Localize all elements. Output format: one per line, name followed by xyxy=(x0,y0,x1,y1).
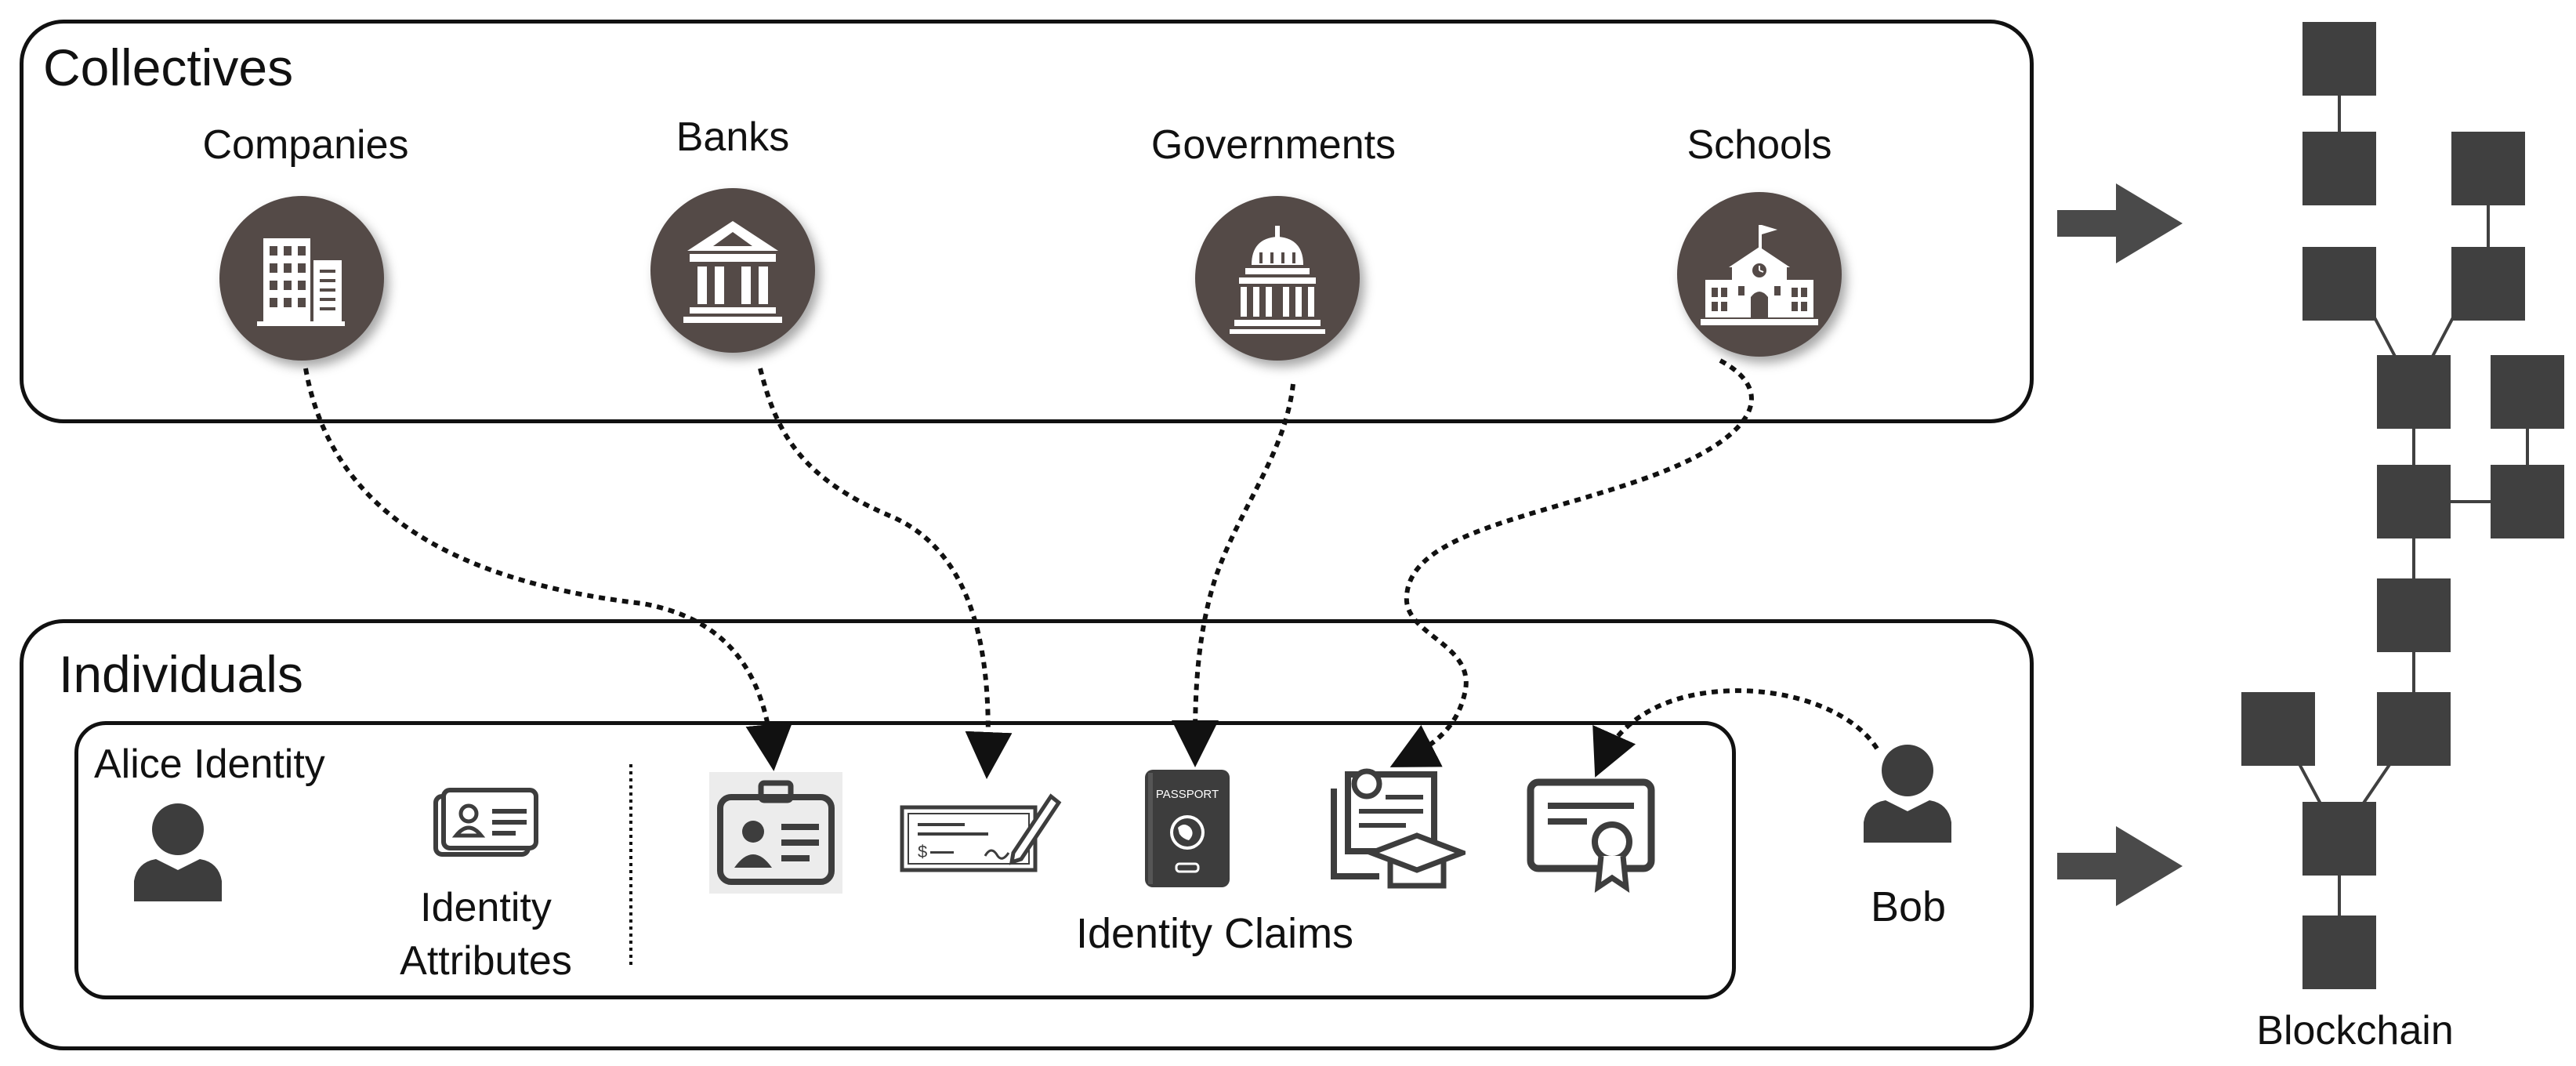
svg-text:$: $ xyxy=(918,842,927,861)
individuals-title: Individuals xyxy=(59,645,303,703)
banks-label: Banks xyxy=(676,114,790,160)
bob-label: Bob xyxy=(1870,883,1947,930)
governments-to-passport-connector xyxy=(1172,383,1295,767)
alice-identity-box xyxy=(74,721,1736,999)
capitol-building-icon xyxy=(1195,196,1360,361)
individuals-to-blockchain-arrow xyxy=(2057,826,2183,906)
block xyxy=(2241,692,2315,766)
diploma-certificate-icon xyxy=(1331,768,1466,889)
office-building-icon xyxy=(219,196,384,361)
block xyxy=(2302,247,2376,321)
collectives-to-blockchain-arrow xyxy=(2057,183,2183,263)
companies-label: Companies xyxy=(202,122,409,168)
attributes-claims-divider xyxy=(629,764,632,968)
bob-person-icon xyxy=(1864,745,1951,843)
block xyxy=(2377,578,2451,652)
block xyxy=(2302,132,2376,205)
collectives-title: Collectives xyxy=(43,38,294,96)
blockchain-label: Blockchain xyxy=(2256,1008,2454,1053)
schools-label: Schools xyxy=(1687,122,1832,168)
block xyxy=(2491,355,2564,429)
banks-to-check-connector xyxy=(758,368,1013,779)
alice-identity-title: Alice Identity xyxy=(94,741,325,787)
block xyxy=(2302,22,2376,96)
award-certificate-icon xyxy=(1527,778,1655,894)
identity-attributes-line2: Attributes xyxy=(400,938,572,984)
block xyxy=(2377,355,2451,429)
bob-to-certificate-connector xyxy=(1592,688,1879,778)
bank-check-icon: $ xyxy=(900,793,1062,872)
block xyxy=(2451,247,2525,321)
alice-person-icon xyxy=(134,803,222,901)
school-building-icon xyxy=(1677,192,1842,357)
passport-icon: PASSPORT xyxy=(1145,770,1230,887)
block xyxy=(2302,802,2376,876)
employee-badge-icon xyxy=(709,772,842,894)
id-card-icon xyxy=(433,788,538,857)
identity-attributes-line1: Identity xyxy=(420,885,552,930)
identity-claims-label: Identity Claims xyxy=(1075,910,1354,957)
companies-to-badge-connector xyxy=(303,368,793,771)
collectives-box xyxy=(20,20,2034,423)
individuals-box xyxy=(20,619,2034,1050)
schools-to-diploma-connector xyxy=(1389,358,1754,767)
block xyxy=(2491,465,2564,538)
svg-text:PASSPORT: PASSPORT xyxy=(1156,788,1219,801)
block xyxy=(2377,692,2451,766)
block xyxy=(2451,132,2525,205)
block xyxy=(2302,916,2376,989)
governments-label: Governments xyxy=(1150,122,1397,168)
bank-icon xyxy=(650,188,815,353)
block xyxy=(2377,465,2451,538)
